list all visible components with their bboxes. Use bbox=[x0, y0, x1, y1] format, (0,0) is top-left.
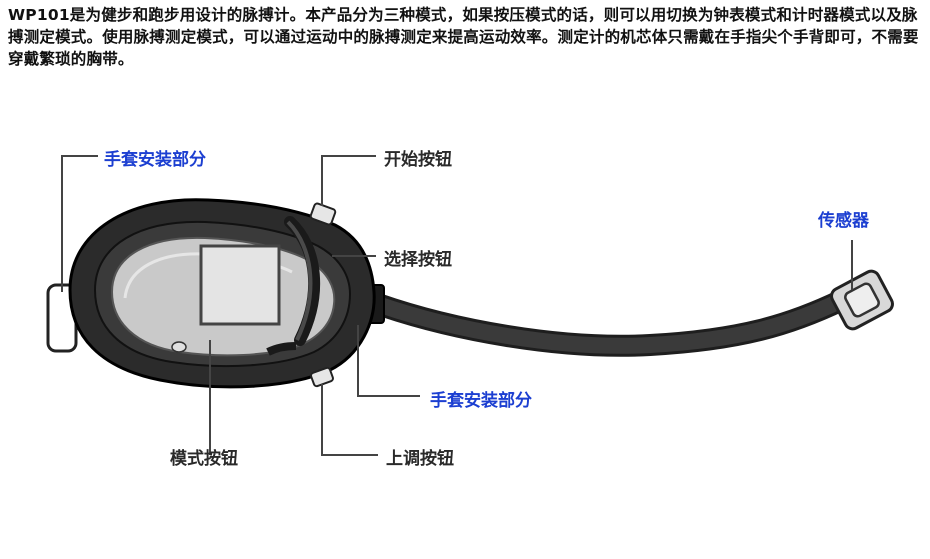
label-up-button: 上调按钮 bbox=[386, 449, 454, 469]
label-glove-mount-top: 手套安装部分 bbox=[104, 150, 206, 170]
display-screen bbox=[199, 244, 281, 326]
up-button-shape bbox=[310, 366, 334, 388]
start-button-shape bbox=[309, 202, 337, 226]
label-mode-button: 模式按钮 bbox=[170, 449, 238, 469]
label-select-button: 选择按钮 bbox=[384, 250, 452, 270]
sensor-head bbox=[830, 269, 894, 331]
label-sensor: 传感器 bbox=[818, 211, 869, 231]
indicator-dot bbox=[171, 341, 187, 353]
mode-button-shape bbox=[266, 342, 297, 356]
intro-paragraph: WP101是为健步和跑步用设计的脉搏计。本产品分为三种模式，如果按压模式的话，则… bbox=[8, 6, 919, 68]
leader-lines bbox=[61, 155, 853, 456]
label-start-button: 开始按钮 bbox=[384, 150, 452, 170]
label-glove-mount-bottom: 手套安装部分 bbox=[430, 391, 532, 411]
